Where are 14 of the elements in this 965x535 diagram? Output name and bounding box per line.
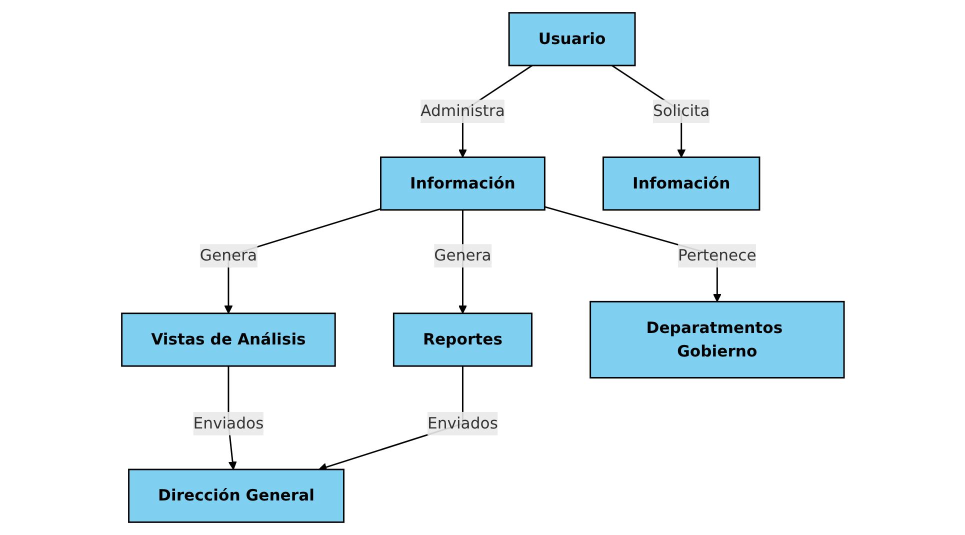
node-box: Usuario <box>508 12 636 66</box>
edge-label: Administra <box>420 102 504 120</box>
node-box: Reportes <box>392 312 532 367</box>
node-box: Dirección General <box>128 468 344 523</box>
node-box: Vistas de Análisis <box>120 312 336 367</box>
node-box: Información <box>380 156 545 211</box>
node-box: Infomación <box>602 156 760 211</box>
edge-label: Enviados <box>192 414 264 432</box>
edge-label: Genera <box>434 246 491 265</box>
edge-label: Enviados <box>427 414 498 432</box>
node-box: Deparatmentos Gobierno <box>589 300 844 378</box>
edge-label: Genera <box>199 246 257 265</box>
edge-label: Pertenece <box>678 246 756 265</box>
edge-label: Solicita <box>652 102 710 120</box>
